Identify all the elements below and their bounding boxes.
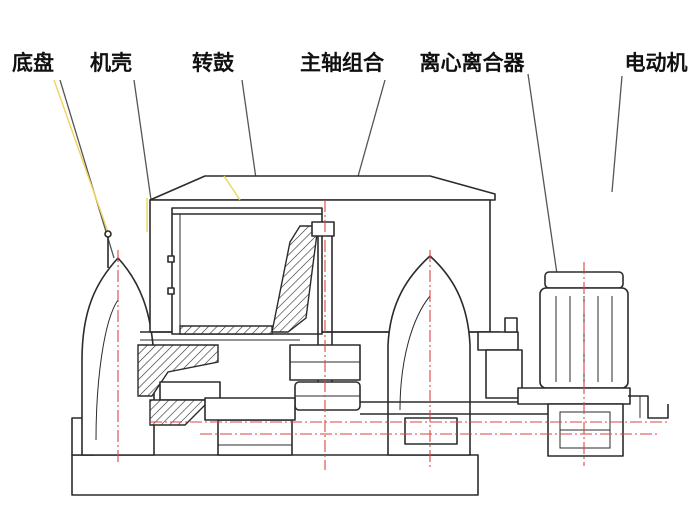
transmission-block — [204, 397, 296, 421]
motor-connector — [477, 317, 523, 399]
casing-lid — [149, 175, 496, 201]
bearing-housing — [137, 344, 221, 426]
label-spindle-assembly: 主轴组合 — [300, 51, 385, 75]
drum-rivet-upper — [167, 255, 175, 263]
middle-pillar — [387, 255, 471, 456]
base-slab — [71, 454, 479, 496]
base — [71, 417, 479, 496]
connector-lower — [485, 349, 523, 399]
leader-line-base-secondary — [53, 79, 109, 233]
motor-bracket — [628, 395, 669, 419]
drum-bottom-plate — [179, 325, 273, 335]
bearing-housing-section — [137, 344, 219, 397]
label-casing: 机壳 — [90, 51, 132, 75]
middle-pillar-inner-curve — [399, 295, 431, 411]
leader-line-motor — [611, 75, 623, 193]
transmission — [204, 397, 548, 421]
label-motor: 电动机 — [625, 51, 688, 75]
label-base: 底盘 — [12, 51, 54, 75]
connector-upper — [477, 331, 519, 351]
centerlines — [117, 200, 668, 470]
label-group: 底盘 机壳 转鼓 主轴组合 离心离合器 电动机 — [12, 51, 688, 75]
centrifugal-clutch — [547, 403, 624, 457]
spindle-top-cap — [311, 221, 335, 237]
drum-rivet-lower — [167, 287, 175, 295]
casing-accent-lid — [223, 175, 241, 201]
left-pillar-rod-cap — [104, 230, 112, 238]
label-centrifugal-clutch: 离心离合器 — [420, 51, 526, 75]
connector-tab — [504, 317, 518, 333]
drum — [167, 207, 323, 335]
motor — [517, 271, 669, 419]
left-pillar-inner-curve — [95, 299, 119, 441]
base-lower-block — [217, 419, 293, 456]
label-drum: 转鼓 — [192, 51, 235, 75]
motor-foot — [517, 387, 631, 405]
bearing-wedge — [149, 399, 212, 426]
leader-line-base — [59, 79, 115, 259]
